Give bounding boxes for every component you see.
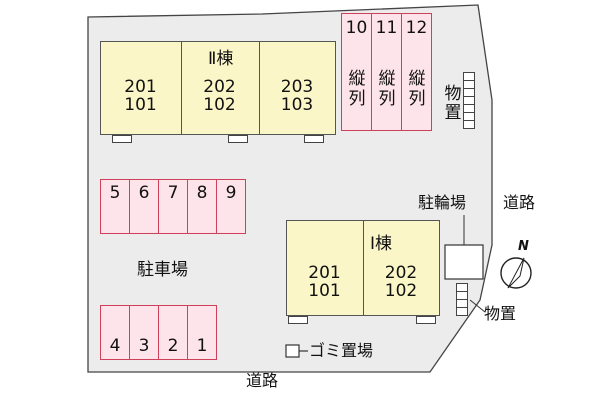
bicycle-parking-label: 駐輪場	[418, 193, 467, 212]
parking-11-note: 縦 列	[377, 69, 397, 109]
parking-space-4	[100, 305, 130, 360]
parking-label: 駐車場	[137, 260, 188, 280]
parking-9-number: 9	[225, 183, 237, 203]
entry-step	[228, 135, 248, 143]
unit-i-2-lower: 102	[384, 281, 418, 301]
parking-7-number: 7	[167, 183, 179, 203]
unit-ii-1: 201 101	[100, 78, 181, 114]
storage-cell	[456, 307, 468, 316]
parking-8-number: 8	[196, 183, 208, 203]
parking-space-7	[158, 179, 188, 234]
entry-step	[304, 135, 324, 143]
unit-ii-1-upper: 201	[124, 77, 157, 97]
note-char: 縦	[408, 69, 426, 89]
unit-i-1-upper: 201	[308, 263, 341, 283]
note-char: 列	[348, 89, 366, 109]
parking-space-8	[187, 179, 217, 234]
building-ii-name: Ⅱ棟	[208, 49, 234, 69]
parking-space-9	[216, 179, 246, 234]
parking-3-number: 3	[138, 336, 150, 356]
entry-step	[416, 316, 436, 324]
parking-12-number: 12	[405, 18, 428, 38]
entry-step	[112, 135, 132, 143]
note-char: 列	[378, 89, 396, 109]
unit-i-1-lower: 101	[308, 281, 341, 301]
storage-label-top: 物 置	[443, 85, 463, 123]
parking-space-2	[158, 305, 188, 360]
parking-space-3	[129, 305, 159, 360]
storage-cell	[463, 120, 475, 129]
compass-north-label: N	[518, 239, 529, 254]
unit-ii-2: 202 102	[180, 78, 259, 114]
parking-6-number: 6	[138, 183, 150, 203]
road-bottom-label: 道路	[246, 371, 279, 390]
label-char: 物	[444, 84, 462, 104]
garbage-label: ゴミ置場	[309, 341, 374, 360]
parking-10-note: 縦 列	[347, 69, 367, 109]
parking-space-5	[100, 179, 130, 234]
note-char: 縦	[378, 69, 396, 89]
building-i	[286, 220, 440, 316]
building-ii	[100, 41, 336, 135]
parking-5-number: 5	[109, 183, 121, 203]
unit-i-2: 202 102	[362, 264, 440, 300]
road-right-label: 道路	[503, 193, 536, 212]
compass-icon	[500, 257, 532, 289]
label-char: 置	[444, 103, 462, 123]
parking-12-note: 縦 列	[407, 69, 427, 109]
unit-ii-1-lower: 101	[124, 95, 157, 115]
building-i-name: Ⅰ棟	[370, 234, 393, 254]
parking-2-number: 2	[167, 336, 179, 356]
note-char: 縦	[348, 69, 366, 89]
note-char: 列	[408, 89, 426, 109]
unit-ii-3-upper: 203	[280, 77, 314, 97]
parking-10-number: 10	[345, 18, 368, 38]
unit-ii-3: 203 103	[258, 78, 336, 114]
unit-i-1: 201 101	[286, 264, 363, 300]
unit-ii-2-upper: 202	[203, 77, 236, 97]
unit-ii-2-lower: 102	[203, 95, 236, 115]
parking-1-number: 1	[196, 336, 208, 356]
parking-space-12	[401, 13, 432, 131]
unit-ii-3-lower: 103	[280, 95, 314, 115]
parking-4-number: 4	[109, 336, 121, 356]
storage-label-right: 物置	[484, 304, 517, 323]
unit-i-2-upper: 202	[384, 263, 418, 283]
parking-space-1	[187, 305, 217, 360]
parking-11-number: 11	[375, 18, 398, 38]
entry-step	[288, 316, 308, 324]
